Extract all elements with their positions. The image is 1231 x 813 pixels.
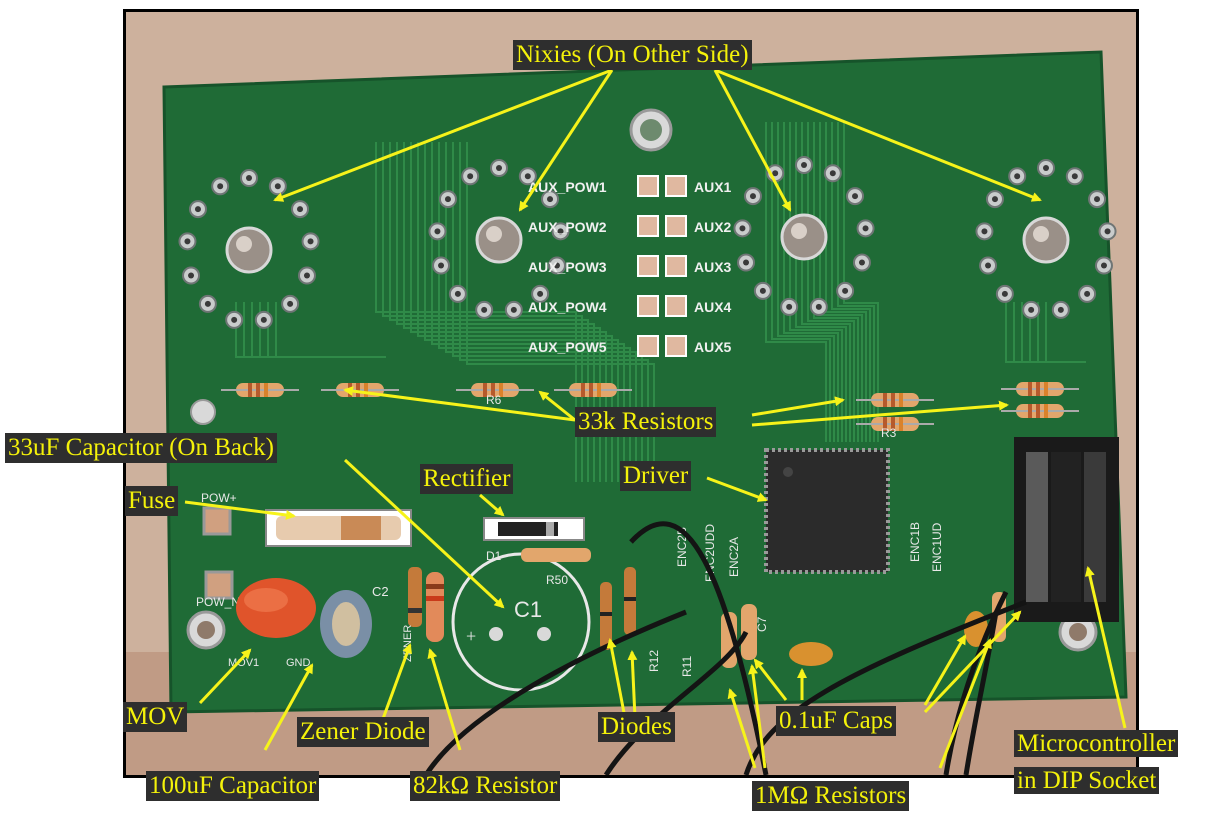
aux-pad xyxy=(665,255,687,277)
label-nixies: Nixies (On Other Side) xyxy=(513,40,752,70)
arrow-diodes-1 xyxy=(606,638,627,719)
label-diodes: Diodes xyxy=(598,712,675,742)
aux-silk: AUX5 xyxy=(694,339,732,355)
arrow-nixie-3 xyxy=(713,69,792,212)
aux-pad xyxy=(665,335,687,357)
aux-pad xyxy=(637,335,659,357)
label-driver: Driver xyxy=(620,461,692,491)
pow-plus-silk: POW+ xyxy=(201,491,237,505)
capacitor-100uf: C2 xyxy=(320,584,389,658)
aux-silk: AUX1 xyxy=(694,179,732,195)
black-wires xyxy=(423,521,1027,775)
fuse-component xyxy=(265,509,412,547)
microcontroller-dip xyxy=(1014,437,1119,622)
aux-pad xyxy=(665,175,687,197)
aux-pad xyxy=(637,255,659,277)
label-33uf-capacitor: 33uF Capacitor (On Back) xyxy=(5,433,277,463)
d1-silk: D1 xyxy=(486,549,502,563)
aux-pad xyxy=(665,215,687,237)
rectifier-diode: D1 R50 xyxy=(483,517,591,587)
aux-pow-silk: AUX_POW4 xyxy=(528,299,607,315)
arrow-1m-1 xyxy=(727,688,757,769)
arrow-caps-4 xyxy=(923,610,1022,714)
enc1b-silk: ENC1B xyxy=(908,522,922,562)
nixie-sockets xyxy=(178,156,1117,329)
arrow-driver xyxy=(706,476,768,502)
aux-pad xyxy=(637,295,659,317)
arrow-mcu xyxy=(1084,566,1127,729)
arrow-caps-1 xyxy=(753,658,788,701)
arrow-nixie-1 xyxy=(273,68,613,202)
arrow-33k-2 xyxy=(538,390,576,422)
label-33k-resistors: 33k Resistors xyxy=(575,407,717,437)
r12-silk: R12 xyxy=(647,650,661,672)
power-pads: POW+ POW_N xyxy=(196,491,240,609)
arrow-nixie-4 xyxy=(714,68,1042,202)
label-100uf-capacitor: 100uF Capacitor xyxy=(146,771,320,801)
arrow-caps-3 xyxy=(923,634,967,706)
aux-pad xyxy=(637,215,659,237)
c2-silk: C2 xyxy=(372,584,389,599)
aux-silk: AUX4 xyxy=(694,299,732,315)
enc-silkscreen: ENC2B ENC2UDD ENC2A ENC1B ENC1UD R12 R11… xyxy=(486,393,944,677)
label-1m-resistors: 1MΩ Resistors xyxy=(752,781,910,811)
label-01uf-caps: 0.1uF Caps xyxy=(776,706,896,736)
arrow-rectifier xyxy=(479,493,505,517)
nixie-socket xyxy=(733,156,875,316)
aux-pow-silk: AUX_POW1 xyxy=(528,179,607,195)
arrow-nixie-2 xyxy=(518,69,614,212)
arrow-33uf xyxy=(343,458,505,609)
label-fuse: Fuse xyxy=(125,486,179,516)
arrow-33k-1 xyxy=(343,386,576,422)
label-rectifier: Rectifier xyxy=(420,464,514,494)
arrow-33k-4 xyxy=(751,400,1009,427)
svg-text:+: + xyxy=(466,626,476,646)
arrow-33k-3 xyxy=(751,396,845,417)
driver-ic xyxy=(764,448,890,574)
arrow-mov xyxy=(198,648,252,705)
c7-silk: C7 xyxy=(755,616,769,632)
aux-pow-silk: AUX_POW5 xyxy=(528,339,607,355)
arrow-fuse xyxy=(184,500,296,520)
aux-pow-silk: AUX_POW2 xyxy=(528,219,607,235)
aux-pad xyxy=(637,175,659,197)
enc1ud-silk: ENC1UD xyxy=(930,522,944,572)
c1-silk: C1 xyxy=(514,597,542,622)
arrow-zener xyxy=(378,643,412,728)
r11-silk: R11 xyxy=(680,656,694,677)
nixie-socket xyxy=(975,159,1117,319)
arrow-100uf xyxy=(263,663,314,751)
arrow-1m-2 xyxy=(748,664,767,769)
label-82k-resistor: 82kΩ Resistor xyxy=(410,771,561,801)
arrow-diodes-2 xyxy=(627,650,638,719)
resistor-82k xyxy=(426,572,444,642)
label-zener-diode: Zener Diode xyxy=(297,717,429,747)
arrow-1m-3 xyxy=(938,638,992,769)
r6-silk: R6 xyxy=(486,393,502,407)
aux-pow-silk: AUX_POW3 xyxy=(528,259,607,275)
nixie-socket xyxy=(178,169,320,329)
aux-silk: AUX2 xyxy=(694,219,732,235)
diodes-pair xyxy=(600,567,636,650)
nixie-socket xyxy=(428,159,570,319)
aux-pad xyxy=(665,295,687,317)
r3-silk: R3 xyxy=(881,426,897,440)
label-microcontroller-line1: Microcontroller xyxy=(1014,730,1179,757)
r50-silk: R50 xyxy=(546,573,568,587)
label-microcontroller-line2: in DIP Socket xyxy=(1014,767,1160,794)
aux-silk: AUX3 xyxy=(694,259,732,275)
mov-component: MOV1 GND xyxy=(228,578,316,669)
label-mov: MOV xyxy=(123,702,188,732)
pow-minus-silk: POW_N xyxy=(196,595,240,609)
enc2a-silk: ENC2A xyxy=(727,537,741,577)
arrow-82k xyxy=(427,648,462,751)
